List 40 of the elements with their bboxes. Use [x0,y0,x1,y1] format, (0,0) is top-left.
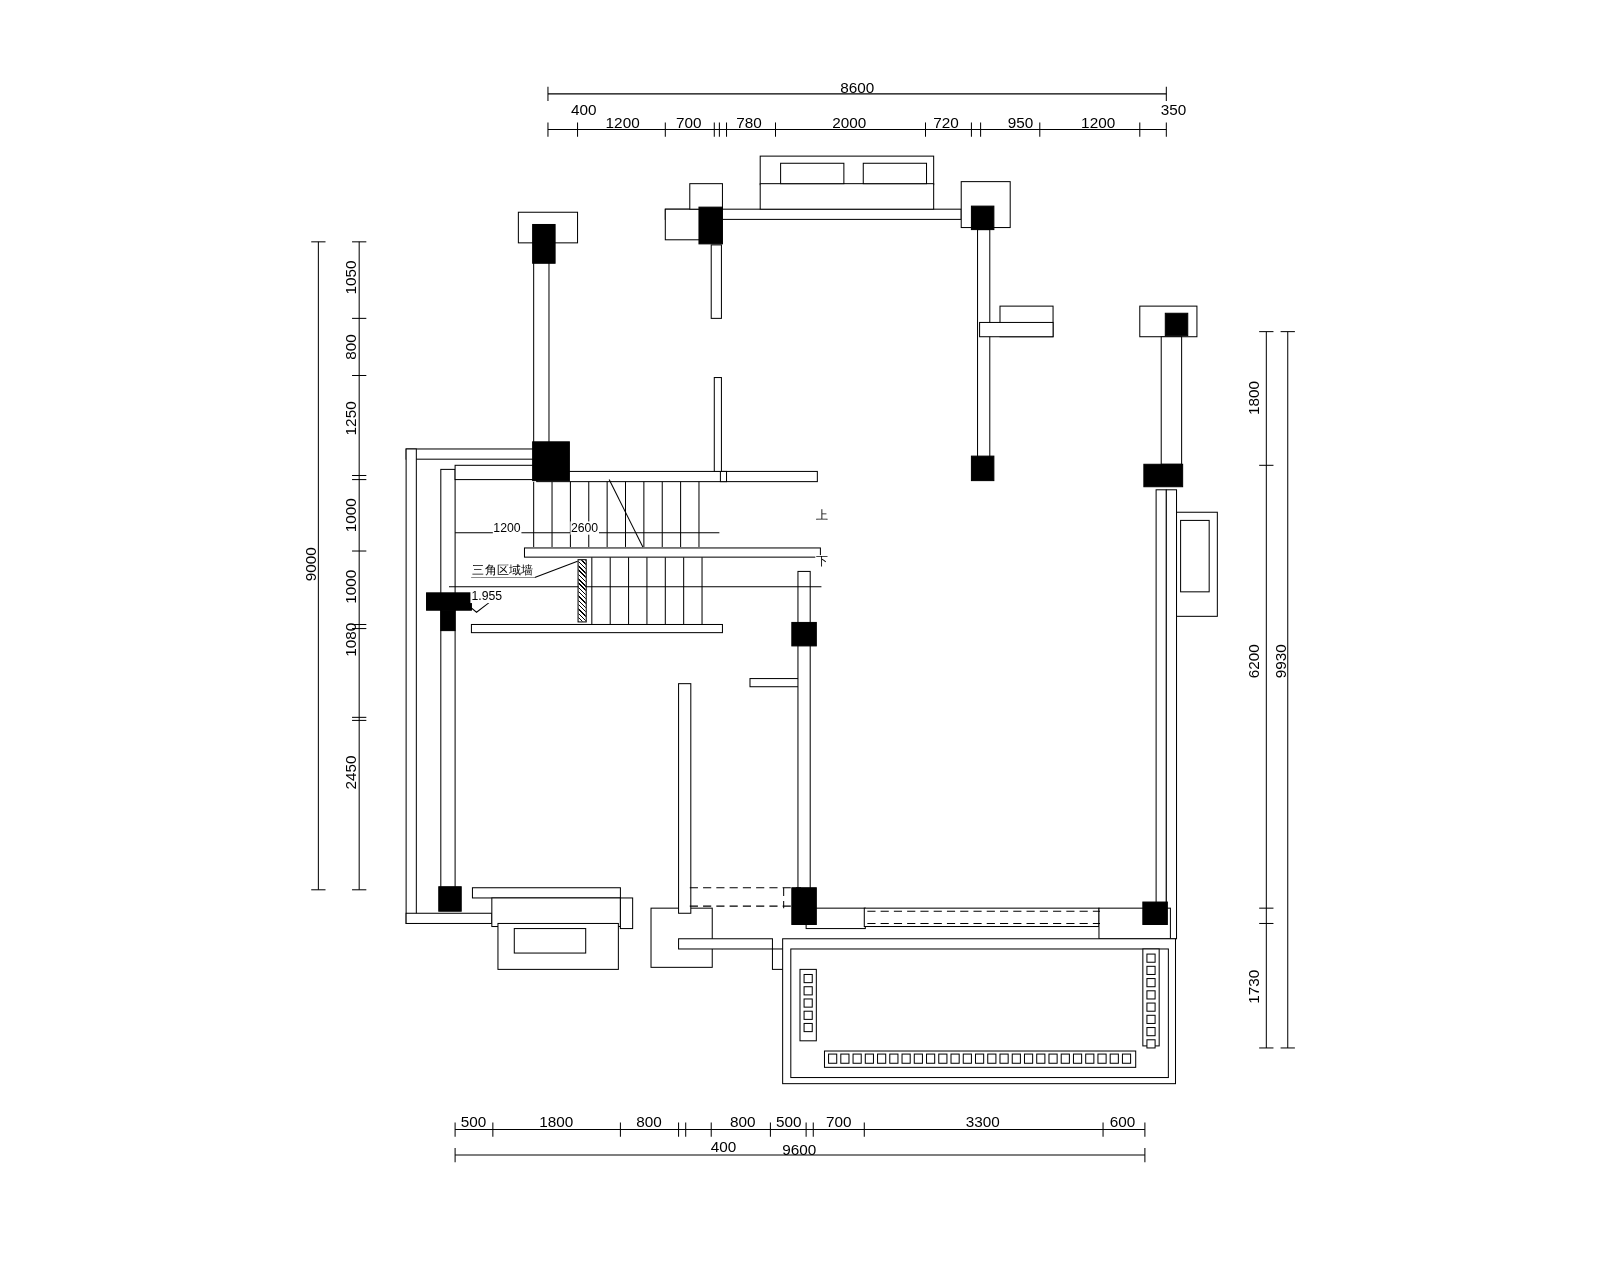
dimension-value: 1080 [342,622,359,657]
dimension-value: 800 [636,1113,662,1130]
dimension-value: 1730 [1245,969,1262,1004]
dimension-value: 1000 [342,498,359,533]
dimension-value: 1250 [342,401,359,436]
dimension-value: 500 [460,1113,487,1130]
dimension-value: 780 [736,114,762,131]
dimension-value: 1800 [539,1113,574,1130]
dimension-value: 1200 [1081,114,1116,131]
dimension-value: 2450 [342,755,359,790]
annotation-text: 2600 [569,520,600,535]
annotation-text: 上 [815,508,830,522]
dimension-value: 700 [676,114,702,131]
dimension-value: 700 [826,1113,852,1130]
dimension-value: 9600 [782,1141,817,1159]
dimension-value: 950 [1007,114,1034,131]
dimension-value: 1200 [605,114,640,131]
dimension-value: 600 [1109,1113,1136,1130]
dimension-value: 8600 [840,79,875,96]
dimension-value: 400 [570,102,597,119]
dimension-value: 720 [933,114,959,131]
annotation-text: 下 [815,554,830,568]
annotation-text: 1200 [492,520,522,535]
dimension-value: 1050 [342,260,359,295]
dimension-value: 6200 [1245,644,1262,679]
dimension-value: 1000 [342,569,359,604]
dimension-value: 400 [710,1138,737,1156]
leader-line [534,560,579,579]
dimension-value: 9930 [1272,644,1289,679]
dimension-value: 800 [341,334,359,360]
annotation-text: 1.955 [470,589,504,603]
dimension-value: 1800 [1245,380,1262,415]
dimension-value: 3300 [965,1113,1000,1130]
dimension-value: 2000 [832,114,867,131]
dimension-value: 500 [776,1113,802,1130]
dimension-value: 350 [1160,102,1187,119]
dimension-value: 800 [730,1113,756,1130]
dimension-value: 9000 [302,547,319,582]
annotation-text: 三角区域墙 [471,564,535,578]
hatched-wall [577,559,587,623]
